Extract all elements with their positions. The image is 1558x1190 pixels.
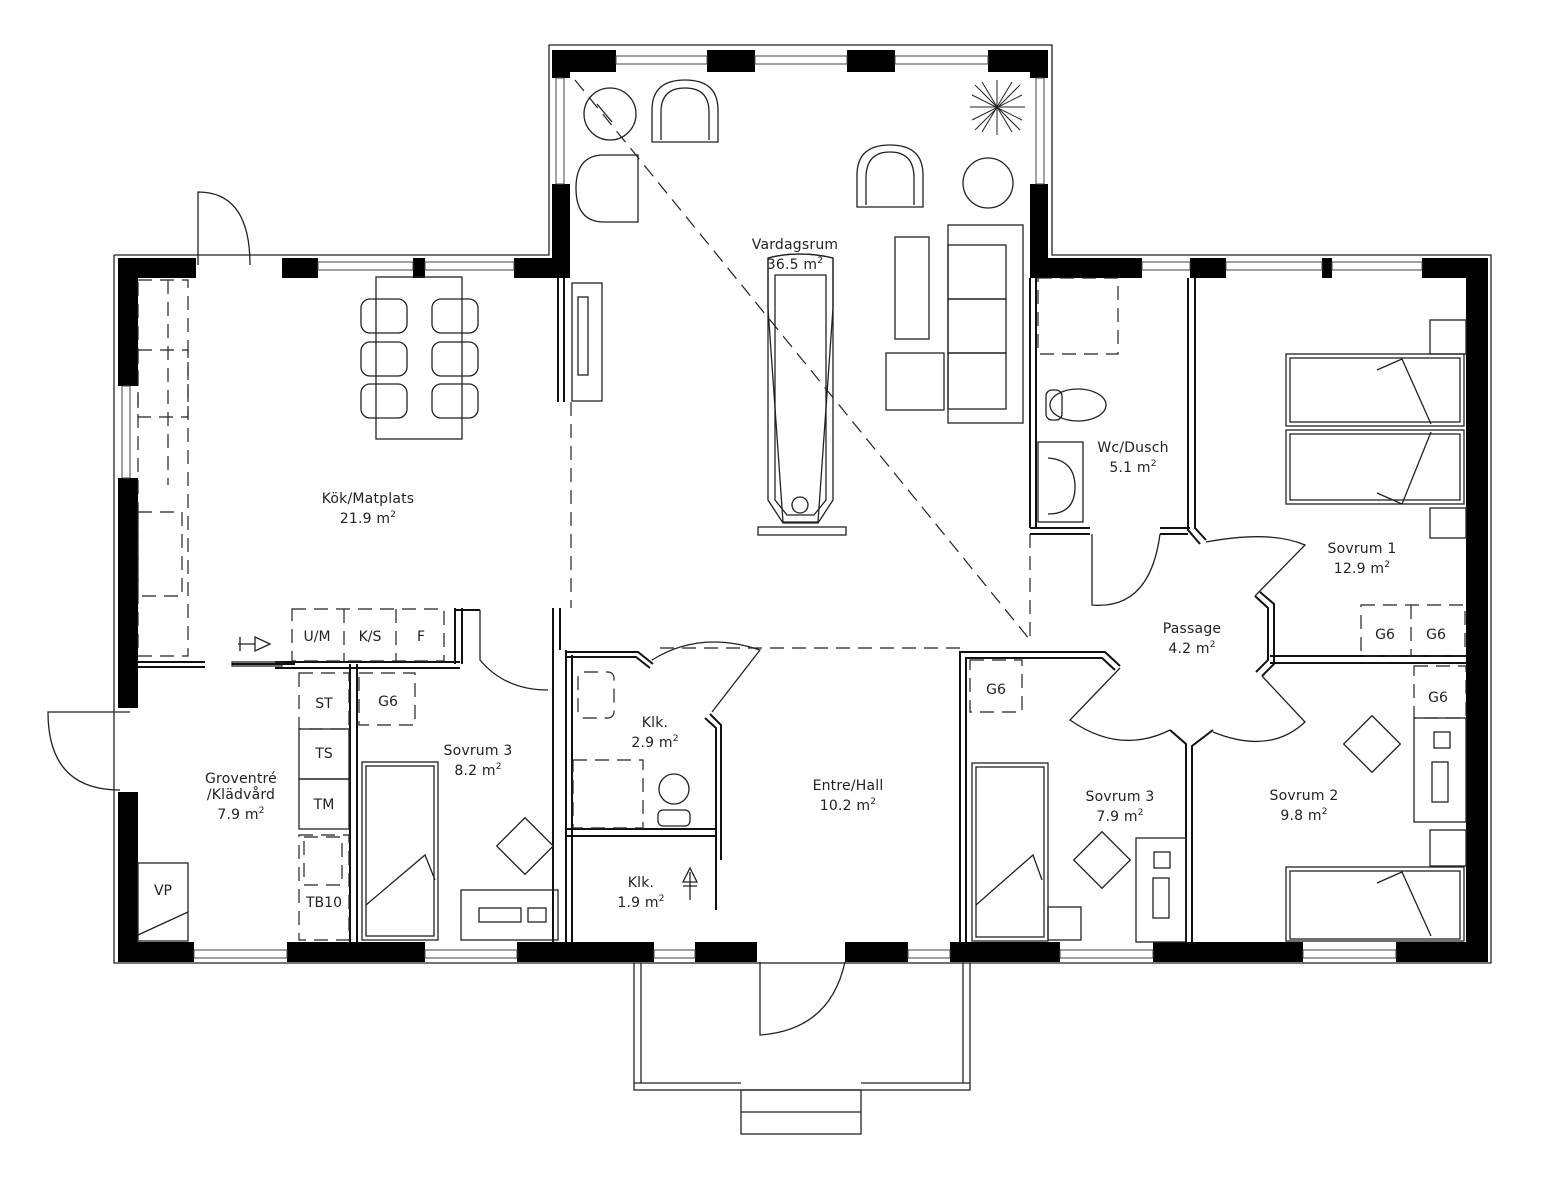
- room-label-groventre: Groventré /Klädvård 7.9 m2: [205, 771, 277, 823]
- room-name: Sovrum 1: [1327, 541, 1397, 558]
- room-area: 10.2 m2: [819, 797, 877, 814]
- plant-icon: [970, 80, 1025, 135]
- fixture-tb10: TB10: [306, 895, 342, 911]
- room-label-kok: Kök/Matplats 21.9 m2: [322, 491, 415, 527]
- bed: [1285, 353, 1465, 427]
- room-label-passage: Passage 4.2 m2: [1163, 621, 1221, 657]
- room-label-entre: Entre/Hall 10.2 m2: [813, 778, 884, 814]
- furniture: [47, 79, 1467, 1036]
- porch: [633, 962, 971, 1091]
- room-name: Groventré /Klädvård: [205, 771, 277, 804]
- room-label-klk-2: Klk. 1.9 m2: [617, 875, 664, 911]
- wood-stove: [757, 253, 847, 536]
- door-swing: [1212, 675, 1306, 742]
- outer-outline: [113, 44, 1492, 964]
- room-name: Klk.: [627, 875, 655, 892]
- room-area: 1.9 m2: [617, 894, 665, 911]
- room-name: Sovrum 3: [1085, 789, 1155, 806]
- dashed-lines: [137, 79, 1467, 941]
- fixture-g6: G6: [986, 682, 1006, 698]
- desk-chair: [495, 816, 555, 876]
- side-table: [583, 87, 637, 141]
- room-area: 12.9 m2: [1333, 560, 1391, 577]
- desk-chair: [1342, 714, 1402, 774]
- armchair: [575, 154, 639, 223]
- fixture-st: ST: [315, 696, 333, 712]
- arrow-icon: [238, 635, 272, 653]
- fixture-tm: TM: [313, 797, 335, 813]
- room-area: 8.2 m2: [454, 762, 502, 779]
- room-label-sovrum3-left: Sovrum 3 8.2 m2: [444, 743, 513, 779]
- desk: [460, 889, 559, 941]
- room-label-sovrum3-right: Sovrum 3 7.9 m2: [1086, 789, 1155, 825]
- door-swing: [651, 641, 762, 713]
- room-area: 9.8 m2: [1280, 807, 1328, 824]
- room-label-klk-1: Klk. 2.9 m2: [631, 715, 678, 751]
- fixture-g6: G6: [378, 694, 398, 710]
- room-name: Sovrum 3: [443, 743, 513, 760]
- fixture-ks: K/S: [358, 629, 382, 645]
- armchair: [856, 144, 924, 208]
- sofa: [885, 224, 1024, 424]
- coffee-table: [894, 236, 930, 340]
- room-label-sovrum1: Sovrum 1 12.9 m2: [1328, 541, 1397, 577]
- room-area: 21.9 m2: [339, 510, 397, 527]
- room-name: Passage: [1162, 621, 1222, 638]
- fixture-um: U/M: [303, 629, 331, 645]
- room-label-sovrum2: Sovrum 2 9.8 m2: [1270, 788, 1339, 824]
- fixture-ts: TS: [315, 746, 333, 762]
- bed: [361, 761, 439, 941]
- room-name: Klk.: [641, 715, 669, 732]
- bed: [1285, 866, 1465, 942]
- desk: [1413, 717, 1467, 823]
- room-label-vardagsrum: Vardagsrum 36.5 m2: [752, 237, 839, 273]
- fixture-f: F: [416, 629, 426, 645]
- door-swing: [47, 711, 130, 791]
- room-area: 7.9 m2: [217, 806, 265, 823]
- door-swing: [197, 191, 251, 266]
- bed: [971, 762, 1049, 942]
- room-area: 7.9 m2: [1096, 808, 1144, 825]
- toilet: [1049, 388, 1107, 422]
- windows: [121, 55, 1423, 959]
- door-swing: [1205, 536, 1307, 597]
- round-table: [962, 157, 1014, 209]
- arrow-icon: [681, 866, 699, 900]
- dining-chairs: [360, 298, 479, 419]
- room-name: Sovrum 2: [1269, 788, 1339, 805]
- room-area: 5.1 m2: [1109, 459, 1157, 476]
- room-label-wc: Wc/Dusch 5.1 m2: [1097, 440, 1168, 476]
- armchair: [651, 79, 719, 143]
- fixture-g6: G6: [1426, 627, 1446, 643]
- sink-counter: [1037, 441, 1084, 523]
- bed: [1285, 429, 1465, 505]
- room-name: Vardagsrum: [751, 237, 839, 254]
- room-area: 36.5 m2: [766, 256, 824, 273]
- fixture-g6: G6: [1375, 627, 1395, 643]
- room-area: 2.9 m2: [631, 734, 679, 751]
- fixture-g6: G6: [1428, 690, 1448, 706]
- exterior-walls: [118, 50, 1488, 962]
- room-area: 4.2 m2: [1168, 640, 1216, 657]
- room-name: Entre/Hall: [812, 778, 884, 795]
- interior-walls: [138, 278, 1466, 942]
- door-swing: [759, 961, 846, 1036]
- door-swing: [1069, 667, 1171, 741]
- door-swing: [479, 610, 549, 691]
- door-swing: [1091, 533, 1161, 606]
- room-name: Wc/Dusch: [1097, 440, 1169, 457]
- fixture-vp: VP: [153, 883, 173, 899]
- desk: [1135, 837, 1187, 943]
- desk-chair: [1072, 830, 1132, 890]
- dining-table: [375, 276, 463, 440]
- room-name: Kök/Matplats: [321, 491, 415, 508]
